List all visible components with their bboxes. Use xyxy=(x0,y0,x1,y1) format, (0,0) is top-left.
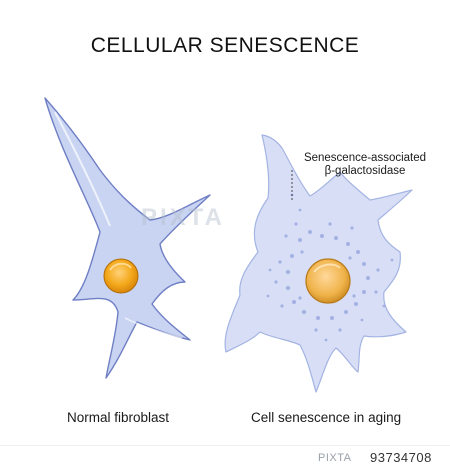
senescent-nucleus-shine xyxy=(313,263,341,273)
normal-fibroblast-highlight xyxy=(54,111,111,227)
galactosidase-callout: Senescence-associated β-galactosidase xyxy=(300,152,430,178)
caption-normal-fibroblast: Normal fibroblast xyxy=(67,410,170,425)
galactosidase-granules xyxy=(266,193,394,342)
footer-logo: PIXTA xyxy=(318,452,352,464)
watermark: PIXTA xyxy=(141,204,225,231)
senescent-cell xyxy=(224,134,413,393)
callout-line-2: β-galactosidase xyxy=(324,165,406,177)
normal-fibroblast-highlight-2 xyxy=(124,317,183,339)
caption-senescent-cell: Cell senescence in aging xyxy=(251,410,402,425)
stock-footer: PIXTA 93734708 xyxy=(0,445,450,470)
footer-image-id: 93734708 xyxy=(370,450,432,465)
normal-fibroblast-cell xyxy=(44,97,211,379)
callout-line-1: Senescence-associated xyxy=(303,152,427,164)
normal-fibroblast-body xyxy=(44,97,211,379)
normal-nucleus-shine xyxy=(109,262,132,271)
diagram-title: CELLULAR SENESCENCE xyxy=(90,34,360,57)
